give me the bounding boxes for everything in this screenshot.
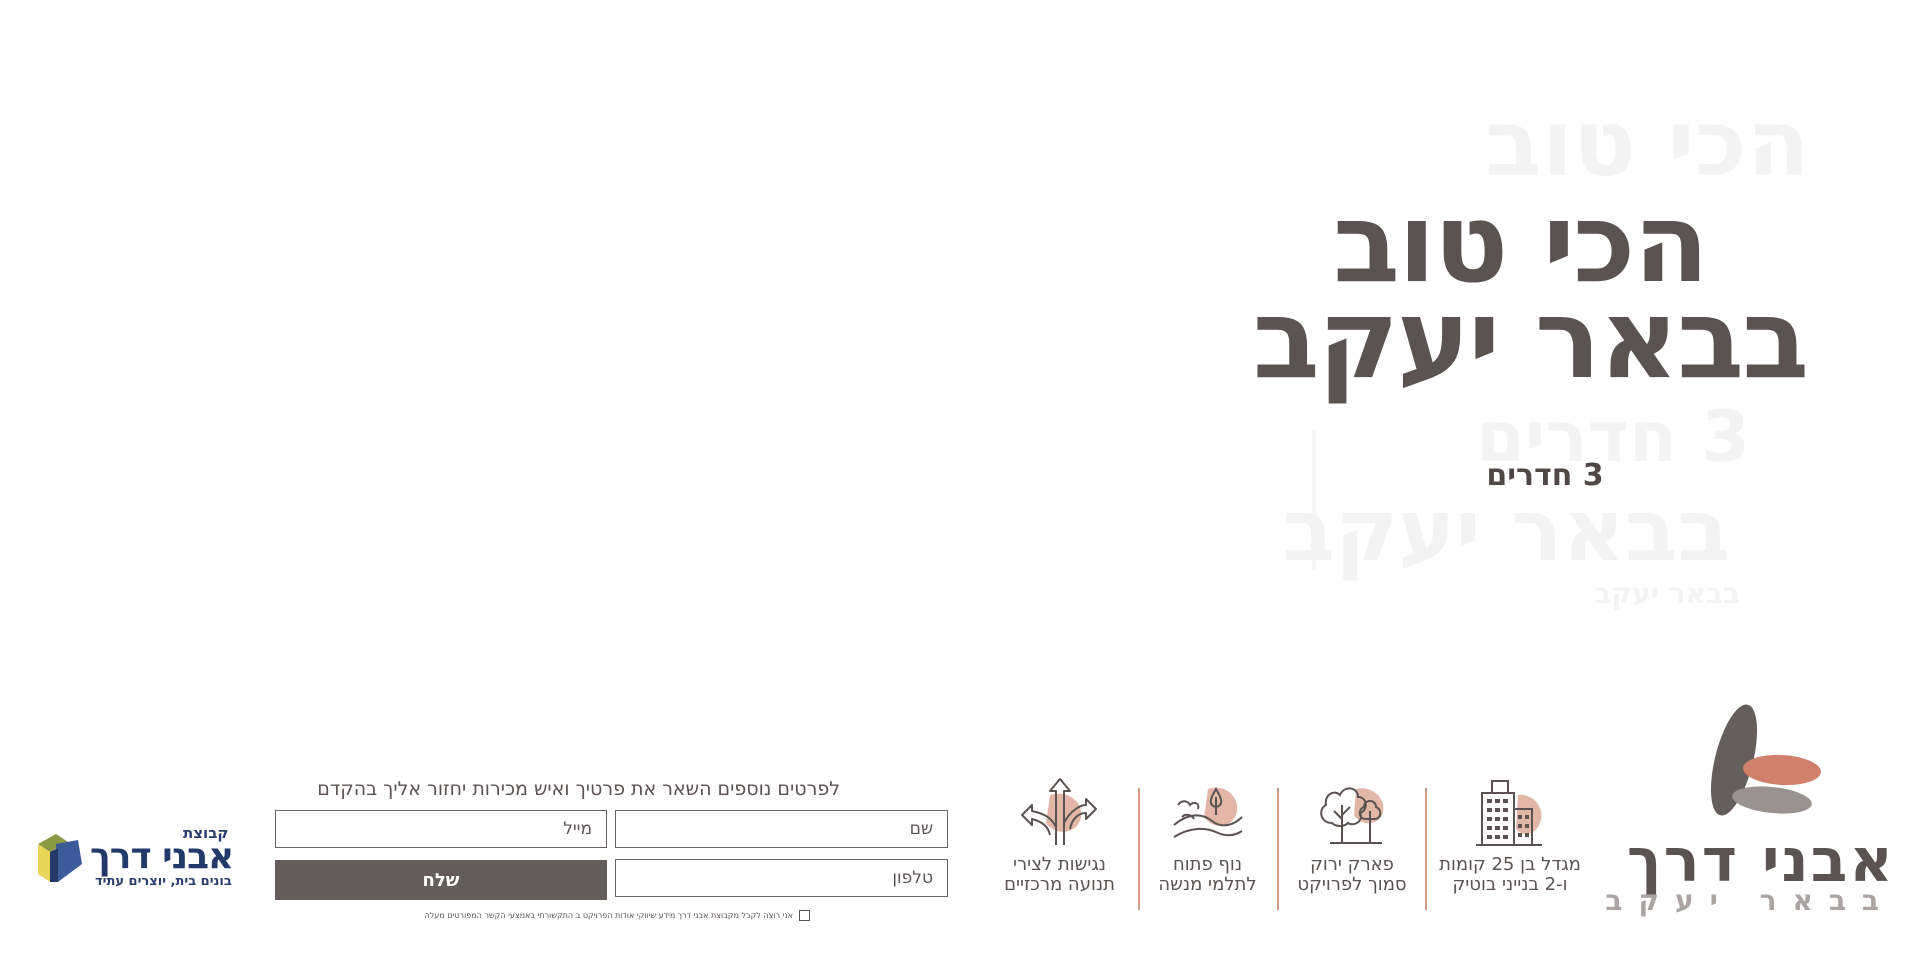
consent-text: אני רוצה לקבל מקבוצת אבני דרך מידע שיווק… — [424, 910, 793, 920]
rooms-subtitle: 3 חדרים — [1486, 458, 1604, 493]
consent-checkbox[interactable] — [799, 909, 810, 921]
submit-button[interactable]: שלח — [275, 860, 607, 900]
stones-logo-icon — [1710, 704, 1821, 816]
feature-divider — [1138, 788, 1140, 910]
feature-access-line2: תנועה מרכזיים — [1004, 874, 1115, 895]
feature-view: נוף פתוח לתלמי מנשה — [1145, 775, 1270, 915]
roads-icon — [1020, 778, 1097, 845]
project-logo-name: אבני דרך — [1626, 826, 1895, 896]
group-logo-small: קבוצת — [183, 824, 229, 842]
feature-view-line2: לתלמי מנשה — [1158, 874, 1257, 895]
group-logo-tagline: בונים בית, יוצרים עתיד — [95, 874, 232, 889]
project-logo — [1630, 700, 1895, 930]
project-logo-subname: בבאר יעקב — [1605, 884, 1895, 917]
headline-line-1: הכי טוב — [1332, 179, 1709, 307]
feature-access: נגישות לצירי תנועה מרכזיים — [997, 775, 1122, 915]
ghost-headline-lower: בבאר יעקב — [1282, 481, 1730, 581]
landscape-icon — [1172, 787, 1243, 838]
feature-access-line1: נגישות לצירי — [1013, 854, 1106, 875]
ghost-headline-middle: 3 חדרים — [1476, 396, 1750, 478]
feature-divider — [1425, 788, 1427, 910]
feature-park: פארק ירוק סמוך לפרויקט — [1287, 775, 1417, 915]
email-input[interactable] — [275, 810, 607, 848]
phone-input[interactable] — [615, 859, 948, 897]
building-icon — [1476, 780, 1542, 846]
headline-line-2: בבאר יעקב — [1252, 275, 1810, 403]
group-logo — [34, 828, 234, 892]
form-heading: לפרטים נוספים השאר את פרטיך ואיש מכירות … — [317, 778, 840, 800]
feature-tower-line2: ו-2 בנייני בוטיק — [1452, 874, 1568, 895]
tree-icon — [1320, 787, 1384, 844]
feature-tower-line1: מגדל בן 25 קומות — [1439, 854, 1581, 875]
feature-park-line1: פארק ירוק — [1310, 854, 1394, 875]
ghost-headline-caption: בבאר יעקב — [1594, 577, 1740, 610]
feature-tower: מגדל בן 25 קומות ו-2 בנייני בוטיק — [1435, 775, 1585, 915]
group-logo-name: אבני דרך — [90, 836, 234, 877]
ghost-bar — [1312, 430, 1316, 570]
feature-divider — [1277, 788, 1279, 910]
name-input[interactable] — [615, 810, 948, 848]
feature-view-line1: נוף פתוח — [1172, 854, 1243, 875]
cube-logo-icon — [38, 834, 82, 882]
feature-park-line2: סמוך לפרויקט — [1297, 874, 1407, 895]
ghost-headline-top: הכי טוב — [1485, 90, 1810, 197]
marketing-consent: אני רוצה לקבל מקבוצת אבני דרך מידע שיווק… — [410, 907, 810, 923]
